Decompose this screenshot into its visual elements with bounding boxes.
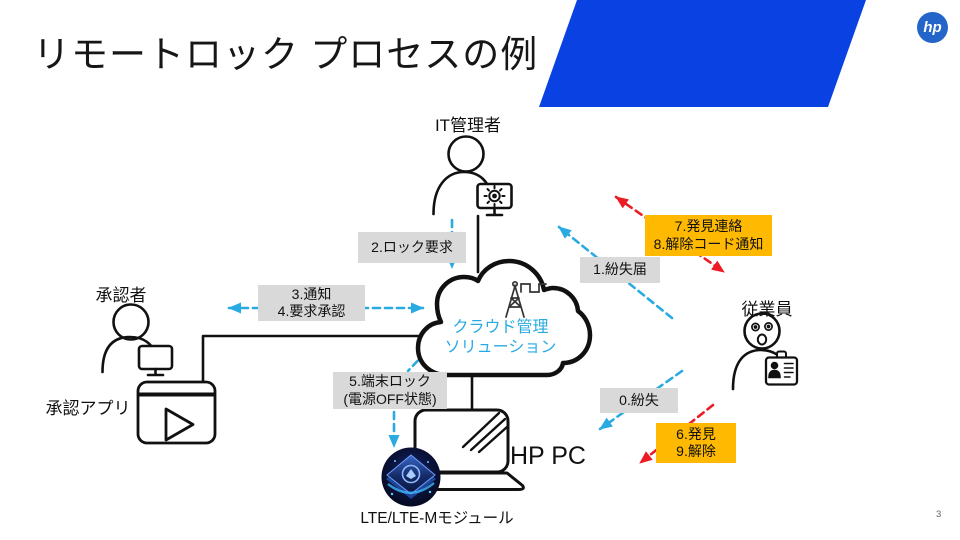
approver-monitor-icon [137,344,174,377]
admin-monitor-icon [476,182,513,217]
hp-logo: hp [917,12,948,43]
screen-reflection [461,411,509,454]
antenna-tower-icon [505,280,547,318]
it-admin-label: IT管理者 [434,116,502,135]
hp-logo-text: hp [923,19,942,36]
page-title: リモートロック プロセスの例 [33,34,539,75]
cloud-label-line1: クラウド管理 [452,319,549,336]
cloud-icon [415,258,593,378]
laptop-icon [395,408,525,491]
gear-icon [483,185,506,208]
it-admin-icon [432,135,513,217]
arrow-found-unlock [638,403,715,465]
approval-app-icon [136,380,217,445]
lte-module-label: LTE/LTE-Mモジュール [360,510,514,527]
id-badge-icon [764,350,799,386]
step-found-unlock: 6.発見 9.解除 [656,423,736,463]
play-icon [164,407,195,442]
employee-label: 従業員 [741,300,793,319]
line-app-cloud [201,334,422,383]
hp-pc-label: HP PC [510,442,586,470]
step-notify-approve: 3.通知 4.要求承認 [258,285,365,321]
step-found-contact: 7.発見連絡 8.解除コード通知 [645,215,772,256]
step-lock-request: 2.ロック要求 [358,232,466,263]
approver-icon [101,303,174,377]
cloud-label-line2: ソリューション [444,339,557,356]
step-loss-report: 1.紛失届 [580,257,660,283]
approver-app-label: 承認アプリ [45,399,131,418]
approver-label: 承認者 [95,286,147,305]
page-number: 3 [936,509,942,520]
step-loss: 0.紛失 [600,388,678,413]
cloud-label: クラウド管理 ソリューション [428,318,573,358]
step-device-lock: 5.端末ロック (電源OFF状態) [333,372,447,409]
dizzy-face [751,322,773,346]
employee-icon [731,312,799,391]
lte-module-icon [381,447,441,507]
title-banner [539,0,866,107]
